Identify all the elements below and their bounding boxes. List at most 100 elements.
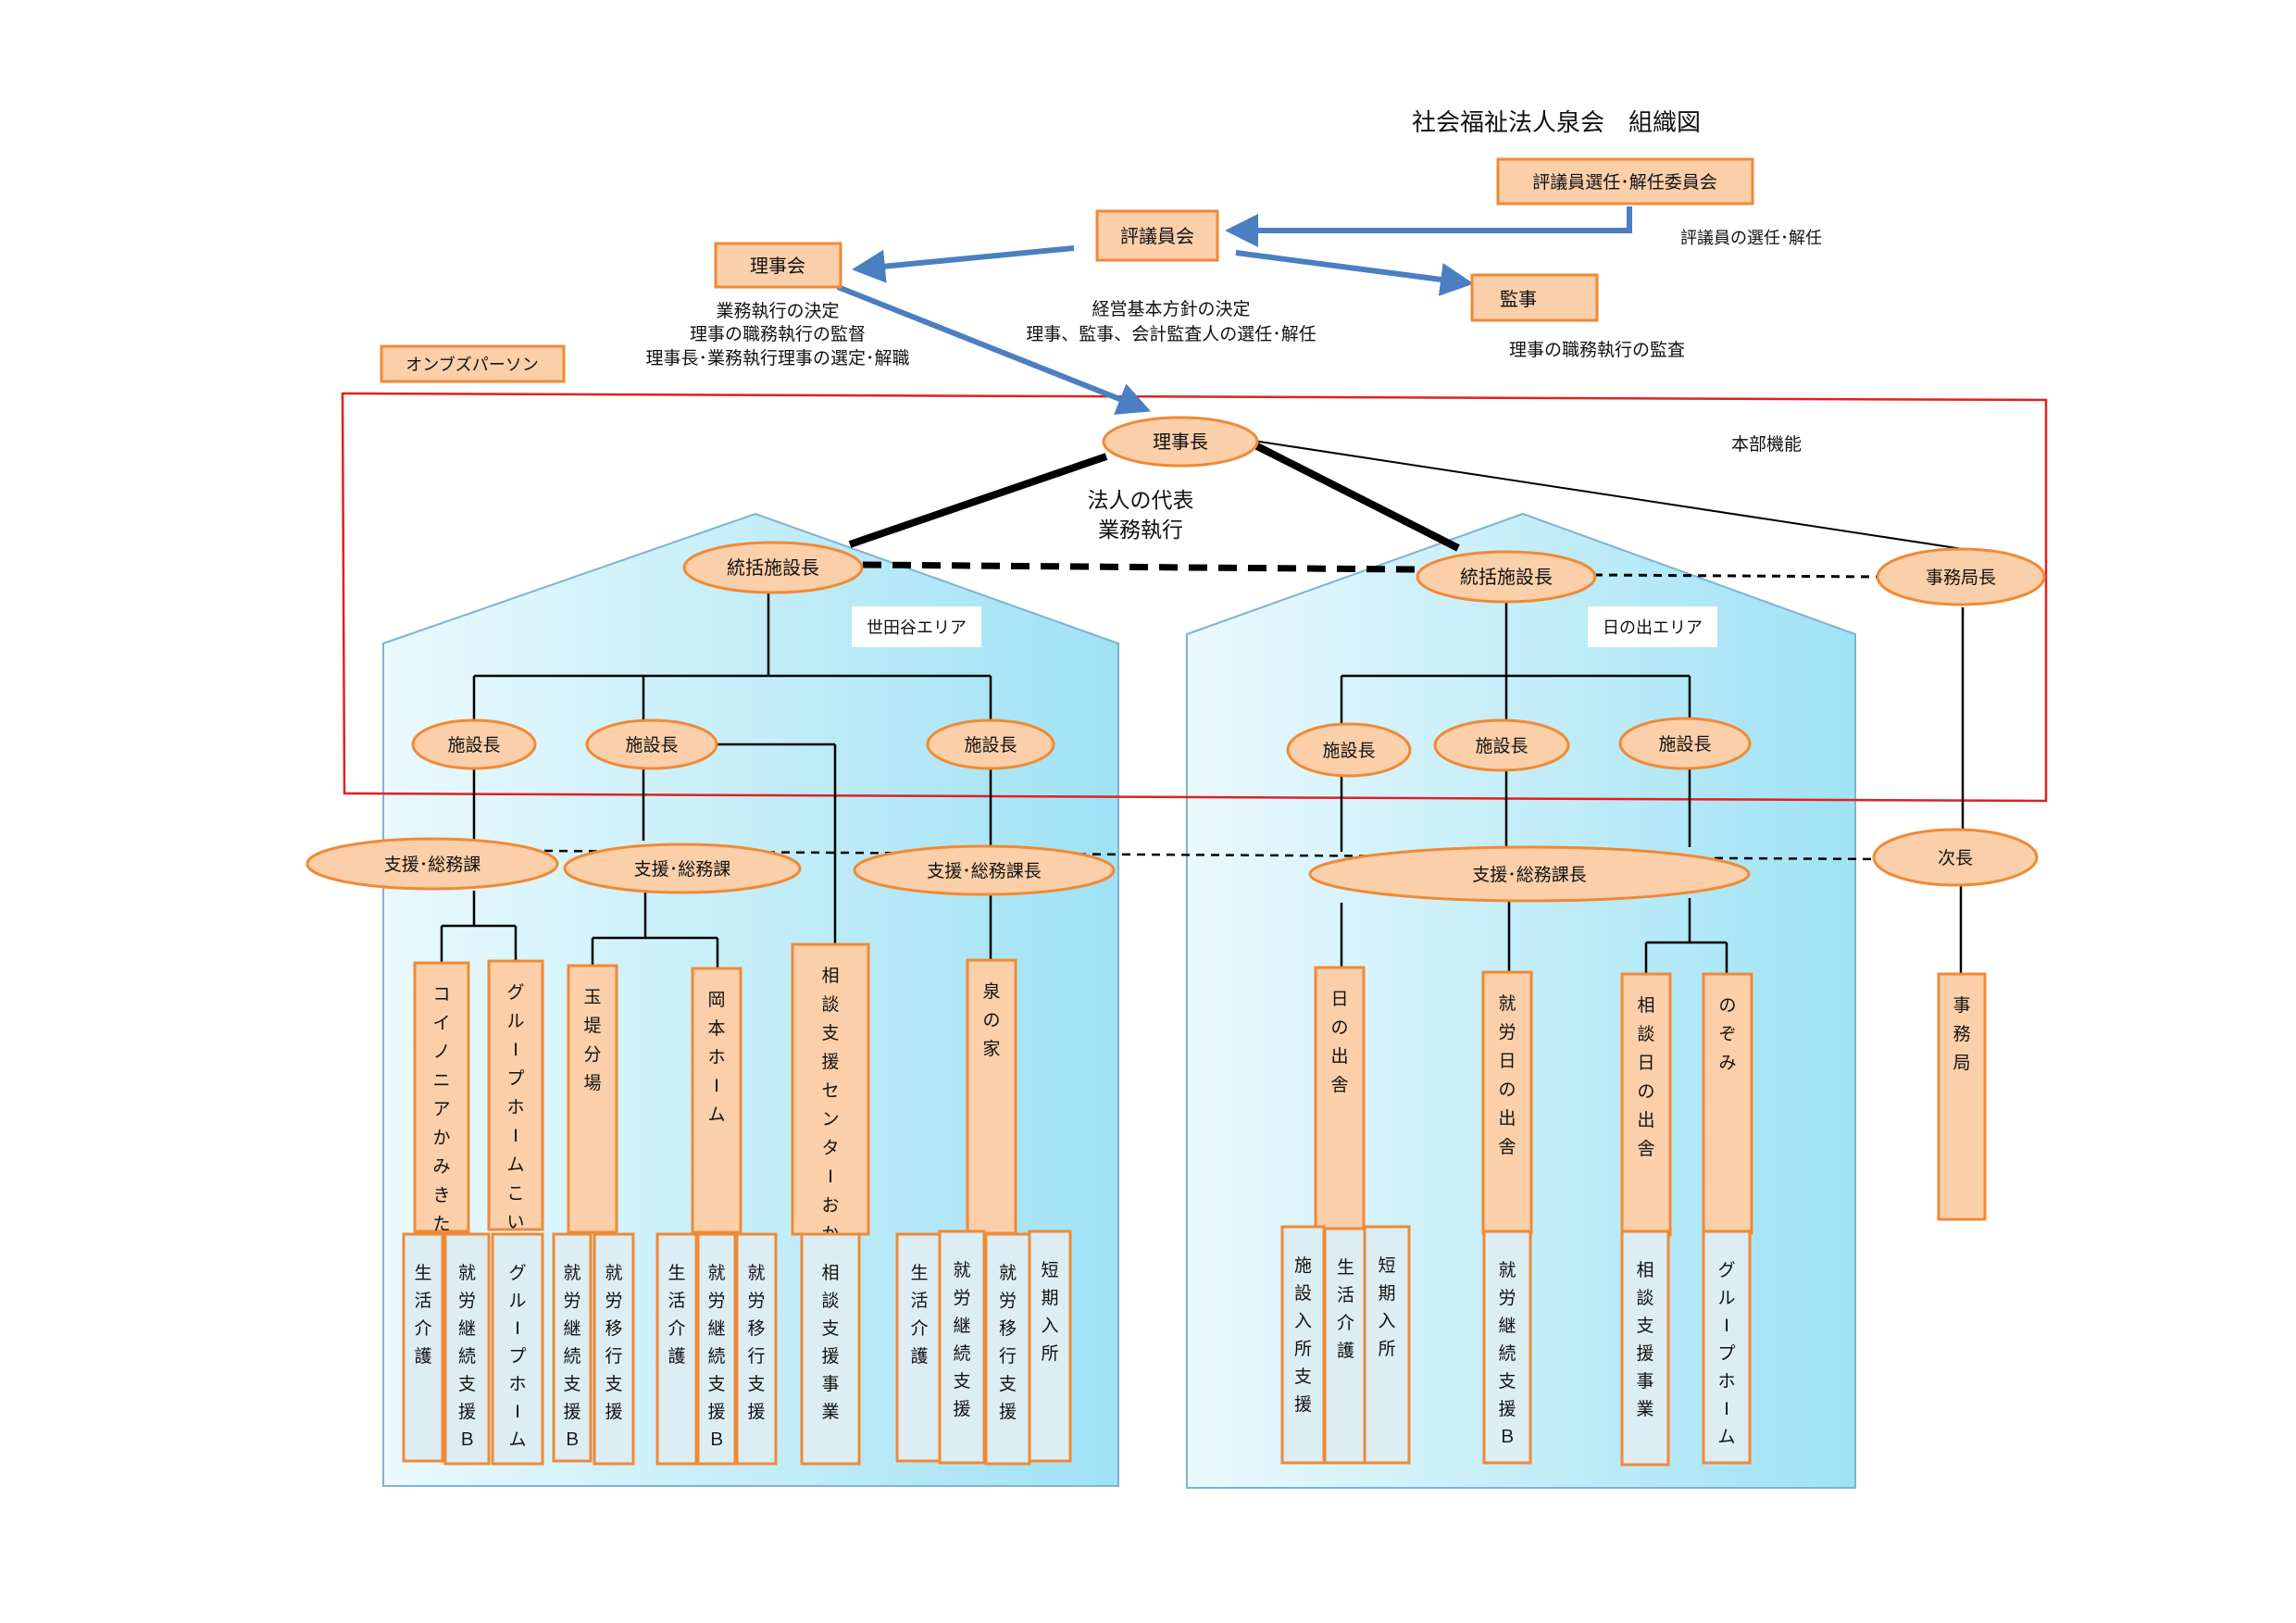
- hinode-area-name-box: 日の出エリア: [1588, 606, 1717, 647]
- hinode-facility-head-1-label: 施設長: [1322, 741, 1375, 761]
- hinode-facility-head-3[interactable]: 施設長: [1618, 717, 1752, 770]
- setagaya-facility-head-1[interactable]: 施設長: [411, 718, 537, 770]
- setagaya-tree-lines: [440, 591, 992, 968]
- office-deputy-label: 次長: [1938, 848, 1973, 868]
- office-head-label: 事務局長: [1926, 568, 1996, 588]
- facility-shuro-hinode-box[interactable]: 就労日の出舎: [1481, 970, 1533, 1235]
- link-chairman-office: [1253, 440, 1964, 550]
- service-shuro-keizoku-b-3-box[interactable]: 就労継続支援Ｂ: [696, 1232, 737, 1466]
- facility-koinonia-box[interactable]: コイノニアかみきた: [413, 961, 470, 1234]
- service-shuro-iko-3-label: 就労移行支援: [999, 1263, 1017, 1422]
- board-note-1: 業務執行の決定: [716, 301, 839, 321]
- service-shisetsu-nyusho-box[interactable]: 施設入所支援: [1280, 1225, 1326, 1465]
- board-note-3: 理事長･業務執行理事の選定･解職: [645, 348, 909, 368]
- hinode-facility-head-2-label: 施設長: [1475, 736, 1528, 756]
- facility-grouphome-koino-box[interactable]: グルIプホIムこいの: [487, 959, 544, 1261]
- office-unit-label: 事務局: [1953, 995, 1970, 1073]
- board-note-2: 理事の職務執行の監督: [690, 324, 866, 344]
- link-hinode-office-dashed: [1593, 573, 1880, 579]
- setagaya-area-name-box: 世田谷エリア: [852, 606, 981, 647]
- office-unit-box[interactable]: 事務局: [1937, 972, 1987, 1221]
- service-shuro-keizoku-b-3-label: 就労継続支援Ｂ: [707, 1263, 725, 1450]
- service-tanki-nyusho-2-box[interactable]: 短期入所: [1363, 1225, 1411, 1465]
- service-tanki-nyusho-2-label: 短期入所: [1378, 1255, 1395, 1359]
- facility-soudan-hinode-box[interactable]: 相談日の出舎: [1620, 972, 1672, 1237]
- setagaya-area-name: 世田谷エリア: [867, 618, 967, 638]
- facility-hinode-label: 日の出舎: [1330, 989, 1348, 1095]
- council-note-2: 理事、監事、会計監査人の選任･解任: [1026, 324, 1316, 344]
- hinode-facility-head-1[interactable]: 施設長: [1286, 722, 1412, 778]
- service-tanki-nyusho-1-label: 短期入所: [1041, 1260, 1058, 1364]
- chairman-note-1: 法人の代表: [1088, 489, 1194, 513]
- setagaya-facility-head-3[interactable]: 施設長: [926, 718, 1055, 770]
- service-shuro-keizoku-b-5-box[interactable]: 就労継続支援Ｂ: [1482, 1230, 1532, 1465]
- link-heads-dashed: [862, 561, 1416, 573]
- service-soudan-shien-2-box[interactable]: 相談支援事業: [1620, 1230, 1670, 1467]
- facility-izumi-no-ie-box[interactable]: 泉の家: [966, 958, 1017, 1235]
- selection-committee-box[interactable]: 評議員選任･解任委員会: [1496, 157, 1754, 206]
- service-shuro-keizoku-4-box[interactable]: 就労継続支援: [938, 1230, 986, 1465]
- service-shuro-keizoku-b-1-box[interactable]: 就労継続支援Ｂ: [443, 1232, 491, 1466]
- ombudsperson-label: オンブズパーソン: [406, 355, 538, 375]
- service-seikatsu-kaigo-1-label: 生活介護: [414, 1263, 431, 1367]
- facility-soudan-center-label: 相談支援センタIおか: [821, 966, 839, 1244]
- service-shuro-iko-1-label: 就労移行支援: [605, 1263, 622, 1422]
- service-shuro-iko-2-box[interactable]: 就労移行支援: [735, 1232, 778, 1466]
- service-shuro-keizoku-b-2-box[interactable]: 就労継続支援Ｂ: [552, 1232, 593, 1463]
- setagaya-section-2[interactable]: 支援･総務課: [563, 843, 802, 894]
- chairman-node[interactable]: 理事長: [1102, 416, 1259, 468]
- facility-soudan-center-box[interactable]: 相談支援センタIおか: [791, 943, 870, 1244]
- service-seikatsu-kaigo-1-box[interactable]: 生活介護: [402, 1232, 444, 1463]
- council-box[interactable]: 評議員会: [1095, 209, 1219, 262]
- service-soudan-shien-1-label: 相談支援事業: [821, 1263, 839, 1422]
- office-head-node[interactable]: 事務局長: [1876, 547, 2046, 606]
- setagaya-facility-head-2-label: 施設長: [625, 735, 678, 755]
- facility-hinode-box[interactable]: 日の出舎: [1314, 966, 1366, 1233]
- arrow-board-to-chairman: [836, 284, 1152, 415]
- setagaya-head-node[interactable]: 統括施設長: [682, 541, 864, 594]
- hinode-section-label: 支援･総務課長: [1472, 865, 1587, 885]
- service-seikatsu-kaigo-3-label: 生活介護: [910, 1263, 928, 1367]
- service-seikatsu-kaigo-3-box[interactable]: 生活介護: [895, 1232, 943, 1463]
- service-soudan-shien-2-label: 相談支援事業: [1636, 1260, 1653, 1419]
- facility-tamazutsumi-label: 玉堤分場: [583, 987, 601, 1093]
- service-seikatsu-kaigo-2-label: 生活介護: [668, 1263, 685, 1367]
- hinode-section[interactable]: 支援･総務課長: [1308, 845, 1751, 903]
- facility-tamazutsumi-box[interactable]: 玉堤分場: [567, 964, 618, 1234]
- setagaya-section-1[interactable]: 支援･総務課: [306, 837, 559, 891]
- hinode-head-node[interactable]: 統括施設長: [1416, 550, 1597, 604]
- setagaya-section-3-label: 支援･総務課長: [927, 861, 1042, 881]
- council-note-1: 経営基本方針の決定: [1092, 299, 1250, 319]
- hinode-facility-head-3-label: 施設長: [1658, 734, 1711, 755]
- setagaya-facility-head-2[interactable]: 施設長: [585, 718, 718, 770]
- office-deputy-node[interactable]: 次長: [1872, 828, 2039, 887]
- service-seikatsu-kaigo-4-box[interactable]: 生活介護: [1323, 1227, 1368, 1465]
- service-tanki-nyusho-1-box[interactable]: 短期入所: [1028, 1230, 1072, 1463]
- hinode-facility-head-2[interactable]: 施設長: [1433, 718, 1570, 772]
- service-seikatsu-kaigo-4-label: 生活介護: [1337, 1257, 1354, 1361]
- service-seikatsu-kaigo-2-box[interactable]: 生活介護: [655, 1232, 698, 1466]
- service-shuro-iko-1-box[interactable]: 就労移行支援: [593, 1232, 635, 1466]
- auditor-box[interactable]: 監事: [1470, 273, 1599, 322]
- service-shuro-iko-3-box[interactable]: 就労移行支援: [984, 1232, 1031, 1466]
- hinode-tree-lines: [1340, 602, 1728, 974]
- facility-izumi-no-ie-label: 泉の家: [982, 981, 1000, 1059]
- facility-nozomi-box[interactable]: のぞみ: [1702, 972, 1753, 1235]
- page-title: 社会福祉法人泉会 組織図: [1412, 109, 1701, 137]
- ombudsperson-box[interactable]: オンブズパーソン: [380, 344, 566, 383]
- setagaya-section-3[interactable]: 支援･総務課長: [853, 844, 1116, 896]
- setagaya-section-2-label: 支援･総務課: [634, 859, 731, 880]
- service-soudan-shien-1-box[interactable]: 相談支援事業: [800, 1232, 861, 1466]
- auditor-note: 理事の職務執行の監査: [1509, 340, 1685, 360]
- hinode-area-name: 日の出エリア: [1603, 618, 1703, 638]
- headquarters-frame: [341, 392, 2048, 803]
- board-box[interactable]: 理事会: [714, 242, 842, 289]
- selection-committee-label: 評議員選任･解任委員会: [1532, 172, 1717, 193]
- arrow-council-to-auditor: [1235, 250, 1474, 296]
